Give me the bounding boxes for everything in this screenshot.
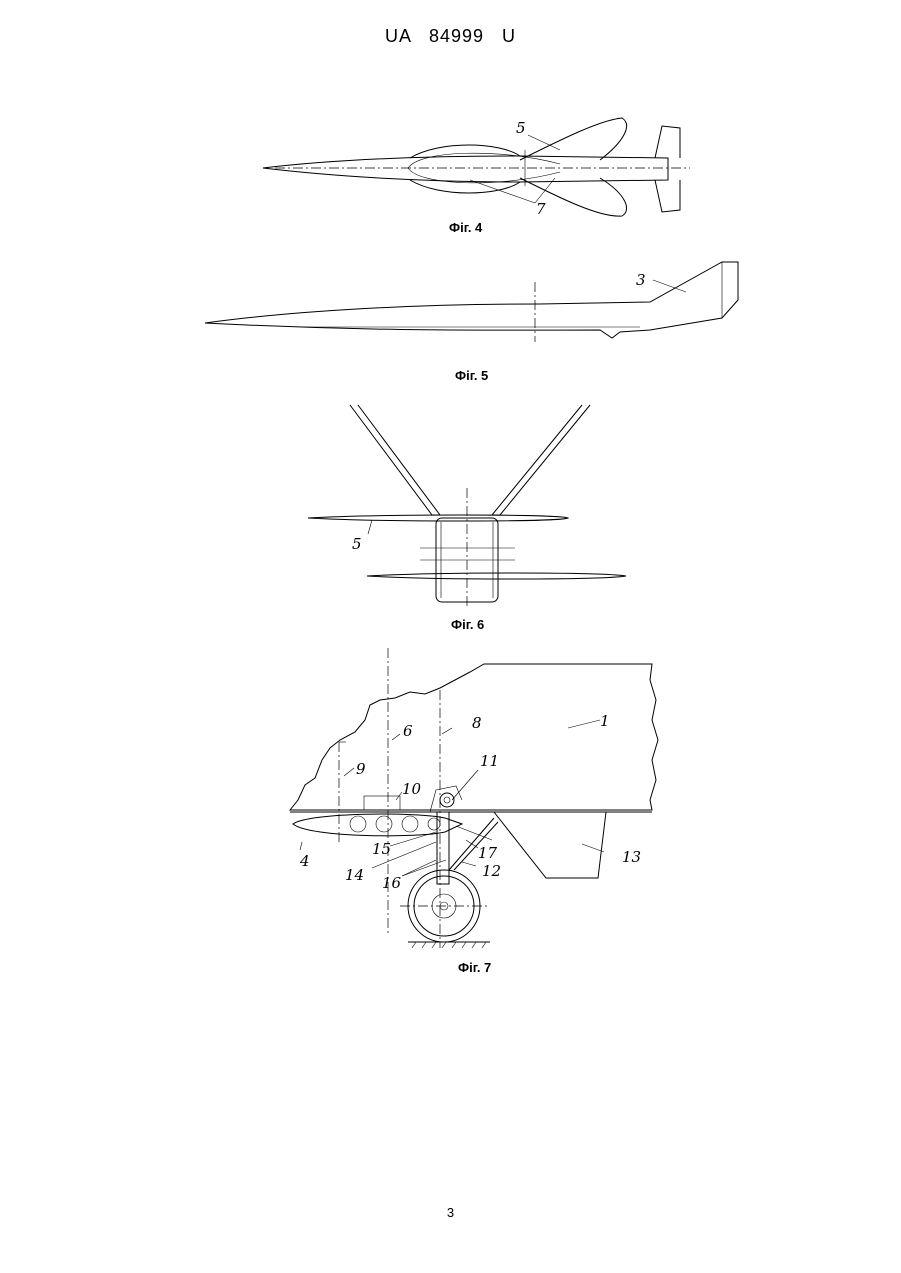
figure-7-label-6: 6 xyxy=(403,722,413,740)
figure-7-label-14: 14 xyxy=(345,866,364,884)
page-number: 3 xyxy=(0,1205,901,1220)
figure-7-label-11: 11 xyxy=(480,752,499,770)
figure-7-caption: Фіг. 7 xyxy=(458,960,491,975)
figure-7-label-9: 9 xyxy=(356,760,366,778)
figure-7-label-8: 8 xyxy=(472,714,482,732)
figure-7-label-16: 16 xyxy=(382,874,402,892)
figure-7-label-15: 15 xyxy=(372,840,391,858)
figure-7-label-1: 1 xyxy=(600,712,610,730)
figure-7-label-10: 10 xyxy=(402,780,422,798)
figure-7-label-12: 12 xyxy=(482,862,501,880)
figure-7-label-13: 13 xyxy=(622,848,641,866)
figure-7-label-4: 4 xyxy=(299,852,310,870)
figure-7-label-17: 17 xyxy=(478,844,498,862)
